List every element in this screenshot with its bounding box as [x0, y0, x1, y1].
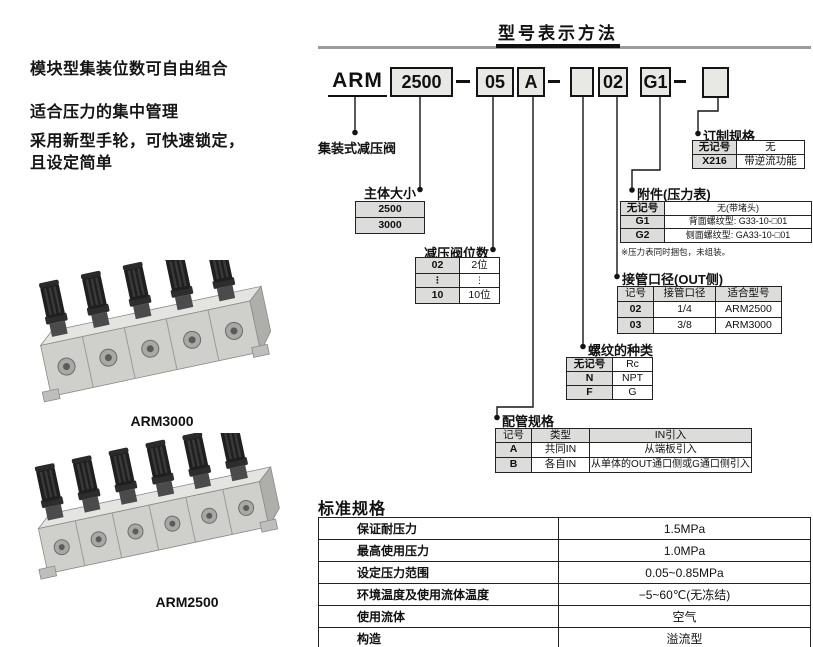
table-cell: 10 — [415, 287, 460, 304]
table-cell: 1/4 — [653, 301, 716, 318]
model-box-gauge: G1 — [640, 67, 671, 97]
section-title-underline — [496, 44, 620, 48]
table-cell: 10位 — [459, 287, 500, 304]
model-box-stations: 05 — [476, 67, 514, 97]
table-cell: 使用流体 — [318, 605, 559, 628]
table-cell: A — [495, 442, 532, 458]
table-cell: Rc — [612, 357, 653, 372]
model-dash-3 — [674, 80, 686, 83]
gauge-table: 无记号 无(带堵头) G1 背面螺纹型: G33-10-□01 G2 侧面螺纹型… — [620, 201, 812, 243]
table-cell: IN引入 — [589, 428, 752, 443]
manifold-illustration-arm3000 — [37, 260, 272, 403]
table-cell: 最高使用压力 — [318, 539, 559, 562]
table-cell: 溢流型 — [558, 627, 811, 647]
table-cell: G2 — [620, 228, 665, 243]
table-cell: 无记号 — [620, 201, 665, 216]
port-table: 记号 接管口径 适合型号 02 1/4 ARM2500 03 3/8 ARM30… — [617, 286, 782, 334]
table-cell: 3/8 — [653, 317, 716, 334]
callout-manifold-label: 集装式减压阀 — [318, 141, 397, 156]
table-cell: ⋮ — [415, 273, 460, 288]
table-cell: X216 — [692, 154, 737, 169]
callout-piping-title: 配管规格 — [502, 414, 555, 429]
figure-caption-arm2500: ARM2500 — [155, 594, 219, 610]
manifold-illustration-arm2500 — [33, 433, 280, 580]
body-size-table: 2500 3000 — [355, 201, 425, 234]
table-cell: 构造 — [318, 627, 559, 647]
table-cell: 带逆流功能 — [736, 154, 805, 169]
table-cell: −5~60℃(无冻结) — [558, 583, 811, 606]
table-cell: 保证耐压力 — [318, 517, 559, 540]
table-cell: 无 — [736, 140, 805, 155]
table-cell: B — [495, 457, 532, 473]
table-cell: G — [612, 385, 653, 400]
model-box-piping: A — [517, 67, 545, 97]
table-cell: ⋮ — [459, 273, 500, 288]
table-cell: 记号 — [495, 428, 532, 443]
table-cell: 记号 — [617, 286, 654, 302]
table-cell: NPT — [612, 371, 653, 386]
gauge-note: ※压力表同时捆包，未组装。 — [621, 247, 731, 257]
specs-table: 保证耐压力 1.5MPa 最高使用压力 1.0MPa 设定压力范围 0.05~0… — [318, 517, 811, 647]
made-to-order-table: 无记号 无 X216 带逆流功能 — [692, 140, 805, 169]
table-cell: 从单体的OUT通口侧或G通口侧引入 — [589, 457, 752, 473]
model-prefix: ARM — [328, 67, 387, 97]
table-cell: 02 — [415, 257, 460, 274]
feature-line-1: 模块型集装位数可自由组合 — [30, 61, 229, 78]
table-cell: ARM3000 — [715, 317, 782, 334]
table-cell: 0.05~0.85MPa — [558, 561, 811, 584]
table-cell: F — [566, 385, 613, 400]
table-cell: 适合型号 — [715, 286, 782, 302]
table-cell: 空气 — [558, 605, 811, 628]
feature-line-4: 且设定简单 — [30, 155, 113, 172]
table-cell: N — [566, 371, 613, 386]
table-cell: 接管口径 — [653, 286, 716, 302]
table-cell: 环境温度及使用流体温度 — [318, 583, 559, 606]
table-cell: 无(带堵头) — [664, 201, 812, 216]
model-box-port: 02 — [598, 67, 628, 97]
model-box-thread-blank — [570, 67, 594, 97]
specs-title: 标准规格 — [318, 501, 387, 518]
table-cell: 设定压力范围 — [318, 561, 559, 584]
table-cell: 侧面螺纹型: GA33-10-□01 — [664, 228, 812, 243]
model-dash-2 — [548, 80, 560, 83]
section-title: 型号表示方法 — [498, 24, 618, 43]
callout-body-size-title: 主体大小 — [363, 186, 416, 201]
callout-port-title: 接管口径(OUT侧) — [622, 272, 724, 287]
table-cell: 2500 — [355, 201, 425, 218]
table-cell: 1.0MPa — [558, 539, 811, 562]
table-cell: 类型 — [531, 428, 590, 443]
feature-line-2: 适合压力的集中管理 — [30, 104, 179, 121]
table-cell: 无记号 — [692, 140, 737, 155]
table-cell: 03 — [617, 317, 654, 334]
table-cell: 2位 — [459, 257, 500, 274]
feature-line-3: 采用新型手轮，可快速锁定， — [30, 133, 245, 150]
table-cell: ARM2500 — [715, 301, 782, 318]
table-cell: 1.5MPa — [558, 517, 811, 540]
table-cell: 从端板引入 — [589, 442, 752, 458]
model-dash-1 — [456, 80, 470, 83]
table-cell: 无记号 — [566, 357, 613, 372]
table-cell: 背面螺纹型: G33-10-□01 — [664, 214, 812, 229]
thread-table: 无记号 Rc N NPT F G — [566, 357, 653, 400]
table-cell: 02 — [617, 301, 654, 318]
stations-table: 02 2位 ⋮ ⋮ 10 10位 — [415, 257, 500, 304]
callout-gauge-title: 附件(压力表) — [637, 187, 711, 202]
model-box-body-size: 2500 — [390, 67, 453, 97]
piping-table: 记号 类型 IN引入 A 共同IN 从端板引入 B 各自IN 从单体的OUT通口… — [495, 428, 752, 473]
callout-thread-title: 螺纹的种类 — [588, 343, 654, 358]
table-cell: G1 — [620, 214, 665, 229]
table-cell: 3000 — [355, 217, 425, 234]
figure-caption-arm3000: ARM3000 — [130, 413, 194, 429]
table-cell: 各自IN — [531, 457, 590, 473]
table-cell: 共同IN — [531, 442, 590, 458]
model-box-option-blank — [702, 67, 729, 98]
